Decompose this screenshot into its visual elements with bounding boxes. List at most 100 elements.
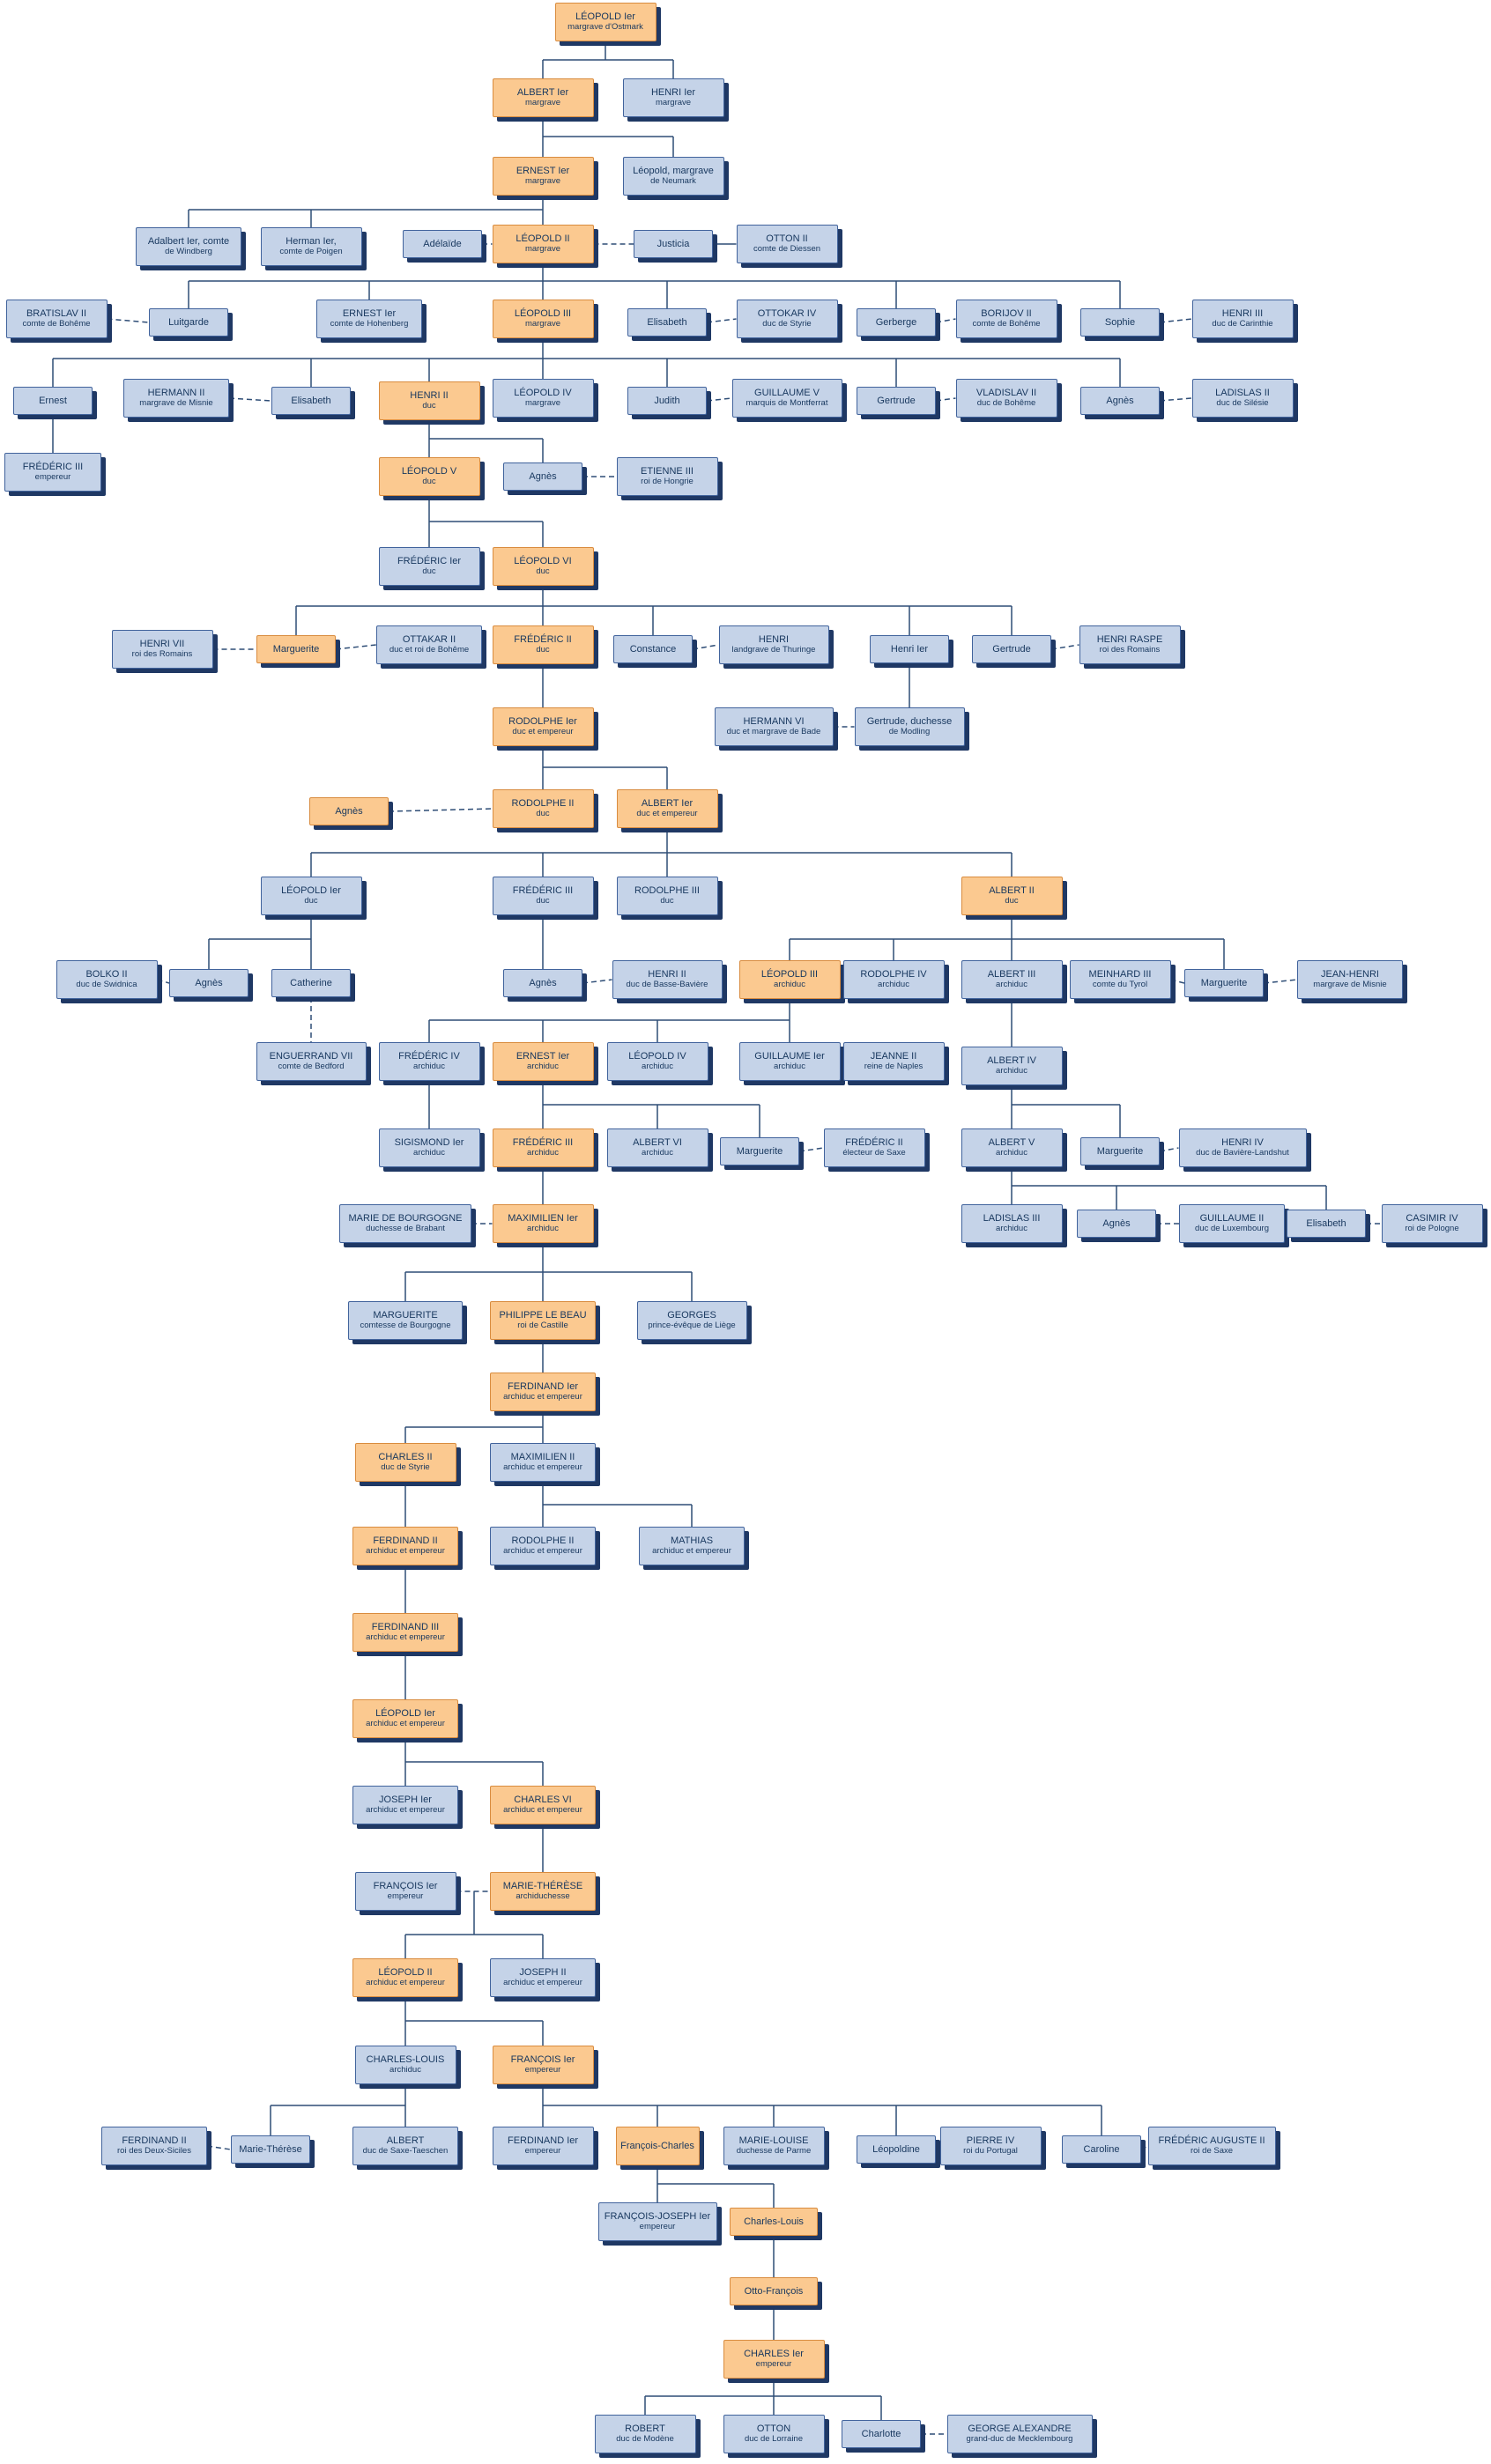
person-name: Catherine [290, 977, 332, 988]
person-name: FRANÇOIS Ier [510, 2054, 575, 2066]
person-name: MARIE-LOUISE [738, 2135, 809, 2147]
person-name: FRÉDÉRIC II [514, 634, 572, 646]
person-name: Henri Ier [890, 643, 929, 655]
person-node-ernest2: Ernest [13, 387, 93, 415]
person-title: margrave [524, 397, 561, 408]
person-name: BRATISLAV II [26, 308, 87, 320]
person-title: duc [1005, 895, 1019, 906]
person-node-sophie: Sophie [1080, 308, 1160, 337]
person-title: margrave de Misnie [1313, 979, 1387, 989]
person-name: LÉOPOLD Ier [575, 11, 635, 23]
person-name: JEAN-HENRI [1320, 969, 1379, 980]
person-title: roi des Romains [131, 648, 193, 659]
person-name: Gertrude [992, 643, 1031, 655]
person-title: archiduc [527, 1147, 559, 1158]
person-title: comte de Diessen [753, 243, 821, 254]
person-node-marguerite4: Marguerite [1080, 1137, 1160, 1165]
person-name: MAXIMILIEN II [510, 1452, 575, 1463]
person-title: comte de Bohême [972, 318, 1041, 329]
person-title: comte de Bedford [278, 1061, 345, 1071]
person-title: prince-évêque de Liège [648, 1320, 736, 1330]
person-name: Agnès [335, 805, 363, 817]
person-name: ALBERT Ier [641, 798, 694, 810]
person-name: HENRI [758, 634, 790, 646]
person-name: ALBERT [386, 2135, 425, 2147]
person-title: duc et roi de Bohême [389, 644, 470, 655]
person-name: Léopoldine [872, 2143, 920, 2155]
person-title: margrave [524, 243, 561, 254]
person-name: LADISLAS II [1215, 388, 1270, 399]
person-name: ERNEST Ier [342, 308, 397, 320]
person-title: archiduc et empereur [652, 1545, 731, 1556]
person-name: HERMANN II [147, 388, 205, 399]
person-name: HENRI VII [139, 639, 185, 650]
person-name: ERNEST Ier [516, 1051, 570, 1062]
person-name: FRÉDÉRIC IV [398, 1051, 460, 1062]
person-node-gertrude2: Gertrude [972, 635, 1051, 663]
person-title: duc de Luxembourg [1195, 1223, 1269, 1233]
person-name: FRANÇOIS-JOSEPH Ier [604, 2211, 711, 2223]
person-name: GEORGE ALEXANDRE [968, 2423, 1072, 2435]
person-name: LÉOPOLD III [760, 969, 819, 980]
person-name: Justicia [656, 238, 690, 249]
person-name: ALBERT IV [987, 1055, 1036, 1067]
person-name: OTTAKAR II [402, 634, 456, 646]
person-title: duc de Carinthie [1212, 318, 1273, 329]
person-name: BOLKO II [85, 969, 128, 980]
person-name: Marguerite [736, 1145, 783, 1157]
person-name: Constance [629, 643, 677, 655]
person-title: archiduc [996, 1147, 1027, 1158]
person-title: archiduc et empereur [366, 1718, 445, 1728]
person-node-marguerite1: Marguerite [256, 635, 336, 663]
person-name: HENRI III [1221, 308, 1264, 320]
person-title: duc de Basse-Bavière [626, 979, 708, 989]
person-name: GEORGES [667, 1310, 716, 1321]
person-name: Agnès [1106, 395, 1134, 406]
person-name: MAXIMILIEN Ier [508, 1213, 578, 1225]
person-node-elisabeth1: Elisabeth [627, 308, 707, 337]
person-name: Adélaïde [423, 238, 462, 249]
person-title: duchesse de Brabant [366, 1223, 445, 1233]
person-name: ALBERT II [989, 885, 1035, 897]
person-name: JOSEPH Ier [379, 1794, 432, 1806]
person-title: marquis de Montferrat [746, 397, 828, 408]
person-title: archiduc [642, 1147, 673, 1158]
person-title: archiduc [413, 1061, 445, 1071]
person-name: François-Charles [620, 2140, 694, 2151]
person-name: MARGUERITE [373, 1310, 438, 1321]
person-name: Marguerite [272, 643, 320, 655]
person-node-leopoldine: Léopoldine [857, 2135, 936, 2164]
person-title: duc [660, 895, 674, 906]
person-name: Caroline [1083, 2143, 1120, 2155]
person-name: RODOLPHE III [634, 885, 700, 897]
person-name: ERNEST Ier [516, 166, 570, 177]
person-name: Marguerite [1096, 1145, 1144, 1157]
